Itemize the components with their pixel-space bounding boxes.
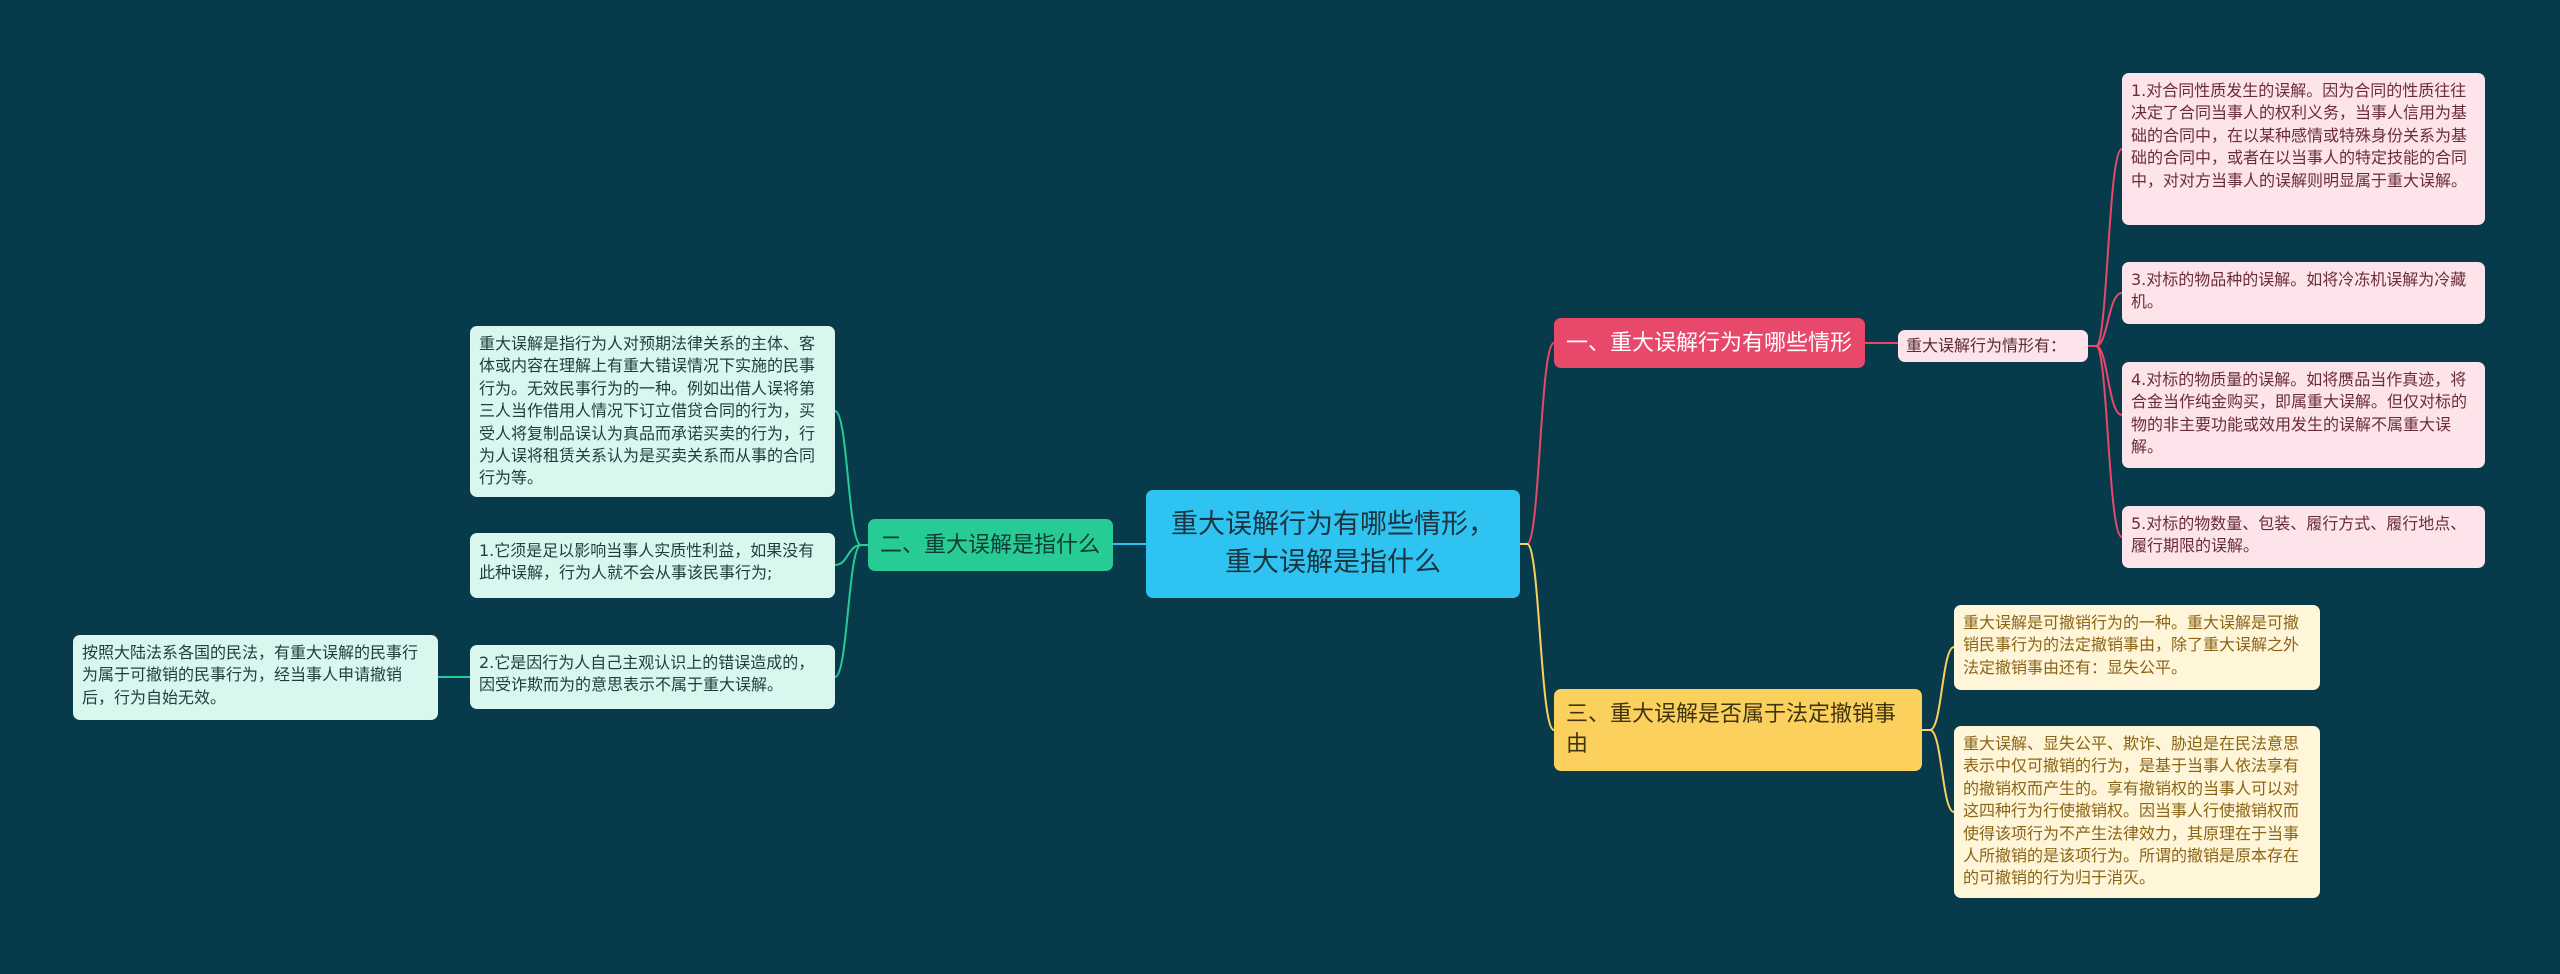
- link-branch2-item2: [834, 544, 868, 566]
- branch-2-topic[interactable]: 二、重大误解是指什么: [868, 519, 1113, 571]
- branch-1-item-4[interactable]: 5.对标的物数量、包装、履行方式、履行地点、履行期限的误解。: [2122, 506, 2485, 568]
- link-branch2-item3: [834, 544, 868, 678]
- branch-3-topic[interactable]: 三、重大误解是否属于法定撤销事由: [1554, 689, 1922, 771]
- branch-2-item-3[interactable]: 2.它是因行为人自己主观认识上的错误造成的，因受诈欺而为的意思表示不属于重大误解…: [470, 645, 835, 709]
- branch-1-item-3[interactable]: 4.对标的物质量的误解。如将赝品当作真迹，将合金当作纯金购买，即属重大误解。但仅…: [2122, 362, 2485, 468]
- branch-1-item-1[interactable]: 1.对合同性质发生的误解。因为合同的性质往往决定了合同当事人的权利义务，当事人信…: [2122, 73, 2485, 225]
- link-mid-item4: [2088, 345, 2123, 538]
- branch-1-topic[interactable]: 一、重大误解行为有哪些情形: [1554, 318, 1865, 368]
- branch-1-subtopic[interactable]: 重大误解行为情形有：: [1898, 330, 2088, 362]
- link-branch3-item1: [1922, 646, 1955, 731]
- branch-2-item-2[interactable]: 1.它须是足以影响当事人实质性利益，如果没有此种误解，行为人就不会从事该民事行为…: [470, 533, 835, 598]
- branch-2-item-1[interactable]: 重大误解是指行为人对预期法律关系的主体、客体或内容在理解上有重大错误情况下实施的…: [470, 326, 835, 497]
- branch-3-item-2[interactable]: 重大误解、显失公平、欺诈、胁迫是在民法意思表示中仅可撤销的行为，是基于当事人依法…: [1954, 726, 2320, 898]
- root-topic[interactable]: 重大误解行为有哪些情形，重大误解是指什么: [1146, 490, 1520, 598]
- link-branch2-item1: [834, 410, 868, 546]
- link-root-branch3: [1520, 543, 1555, 731]
- branch-2-subitem[interactable]: 按照大陆法系各国的民法，有重大误解的民事行为属于可撤销的民事行为，经当事人申请撤…: [73, 635, 438, 720]
- link-branch3-item2: [1922, 729, 1955, 813]
- link-mid-item1: [2088, 148, 2123, 347]
- branch-3-item-1[interactable]: 重大误解是可撤销行为的一种。重大误解是可撤销民事行为的法定撤销事由，除了重大误解…: [1954, 605, 2320, 690]
- branch-1-item-2[interactable]: 3.对标的物品种的误解。如将冷冻机误解为冷藏机。: [2122, 262, 2485, 324]
- link-root-branch1: [1520, 342, 1555, 545]
